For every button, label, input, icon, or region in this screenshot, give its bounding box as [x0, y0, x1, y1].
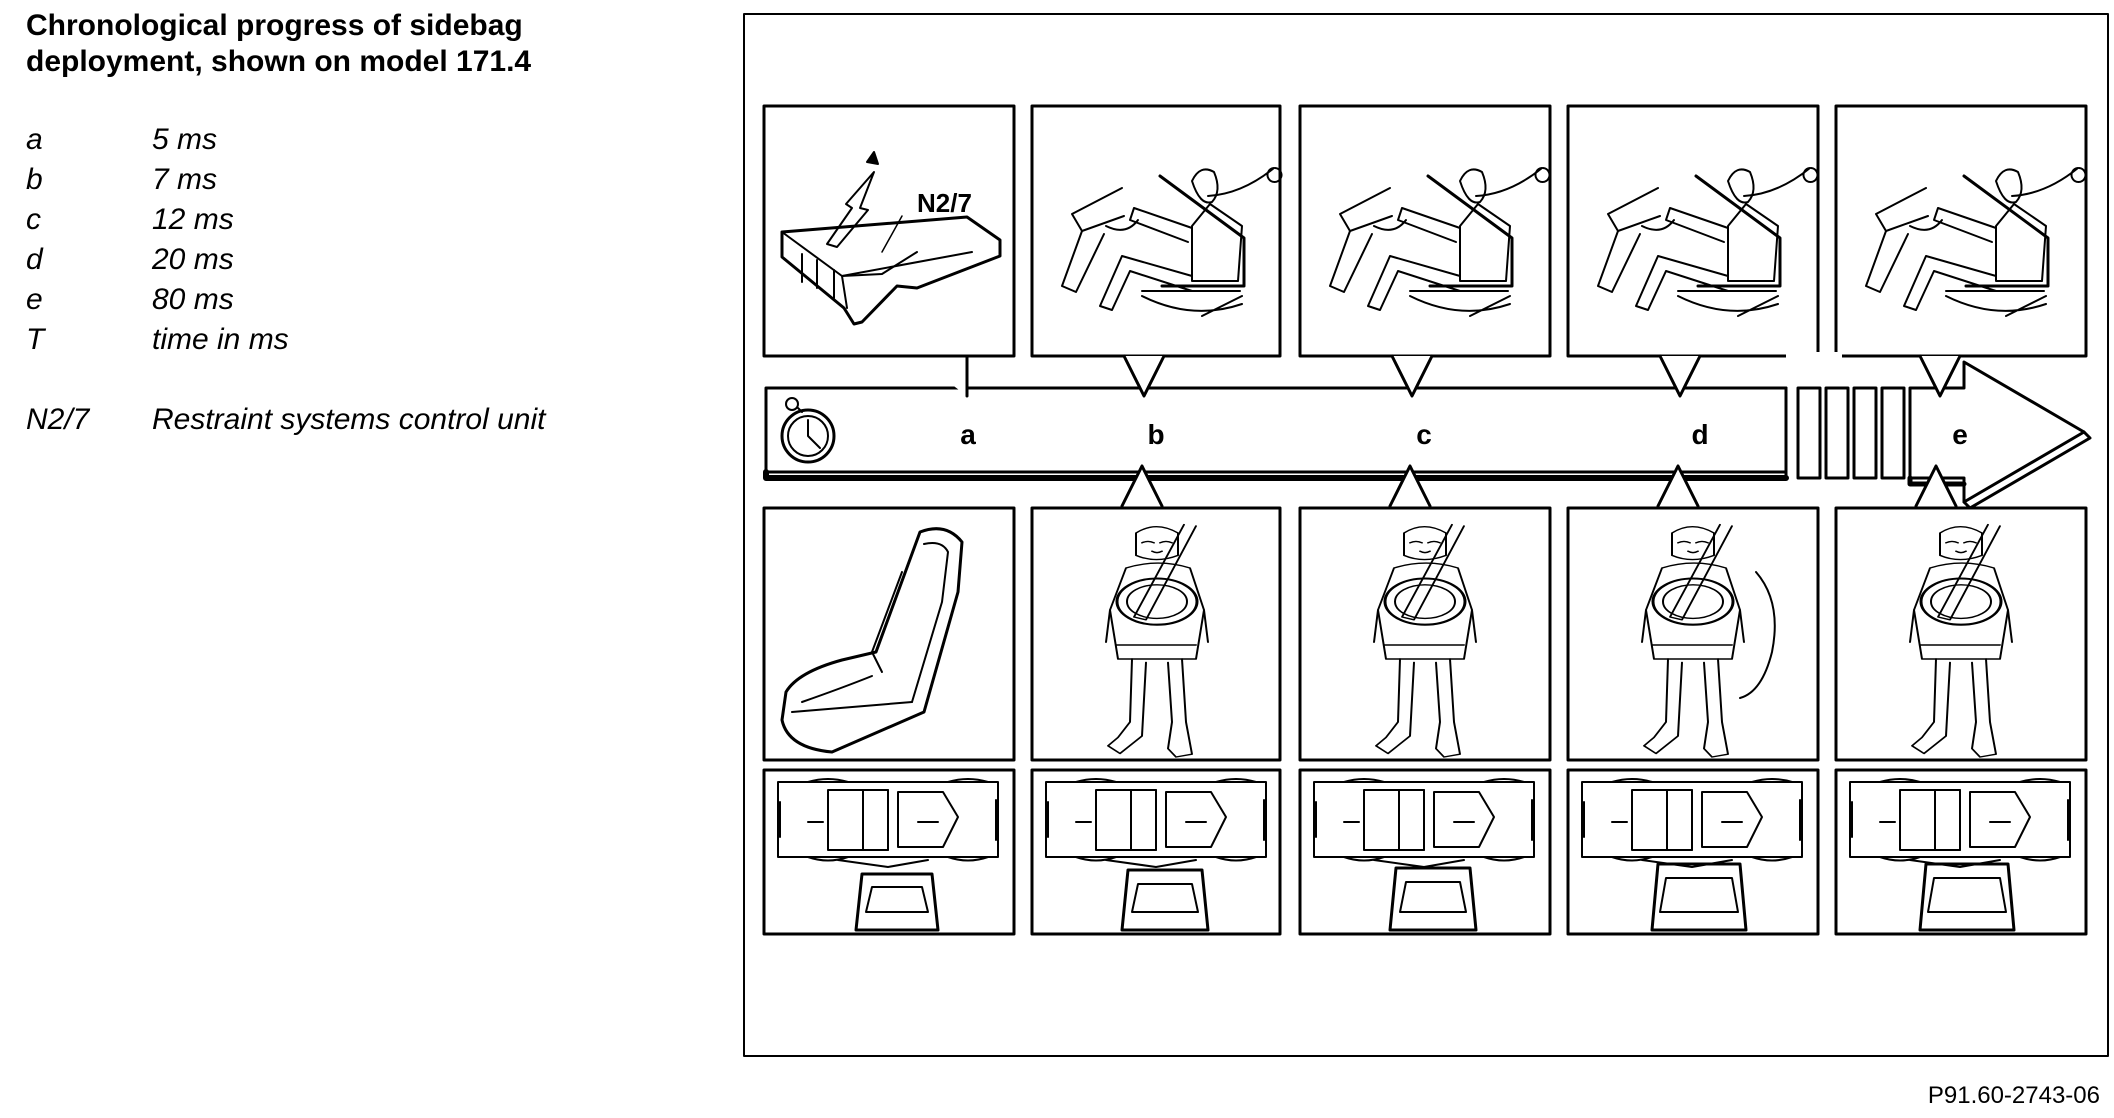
legend: a 5 ms b 7 ms c 12 ms d 20 ms e 80 ms T …	[26, 120, 726, 440]
legend-key: a	[26, 123, 43, 156]
top-panel-b	[1030, 104, 1283, 358]
component-value: Restraint systems control unit	[152, 403, 546, 436]
timeline-label-a: a	[960, 419, 976, 450]
lightning-icon	[826, 151, 879, 248]
middle-panel-c	[1298, 506, 1552, 762]
top-panel-e	[1834, 104, 2088, 358]
legend-key: e	[26, 283, 43, 316]
top-panel-a: N2/7	[762, 104, 1016, 358]
legend-value: 12 ms	[152, 203, 234, 236]
top-panel-c	[1298, 104, 1552, 358]
deployment-diagram: N2/7	[742, 12, 2110, 1058]
stopwatch-icon	[780, 397, 836, 464]
legend-item: c 12 ms	[26, 200, 726, 240]
timeline-arrow	[763, 352, 2092, 510]
timeline-label-d: d	[1691, 419, 1708, 450]
diagram-canvas: N2/7	[743, 13, 2109, 1057]
legend-key: T	[26, 323, 45, 356]
figure-code: P91.60-2743-06	[1927, 1082, 2100, 1109]
legend-item: d 20 ms	[26, 240, 726, 280]
timeline-label-e: e	[1952, 419, 1968, 450]
callout-pointers-top	[912, 354, 1962, 508]
page-title: Chronological progress of sidebag deploy…	[26, 9, 532, 78]
legend-value: 80 ms	[152, 283, 234, 316]
component-key: N2/7	[26, 403, 90, 436]
bottom-panel-b	[1030, 768, 1282, 936]
legend-item: b 7 ms	[26, 160, 726, 200]
bottom-panel-c	[1298, 768, 1552, 936]
legend-key: d	[26, 243, 43, 276]
figure-frame	[743, 13, 2109, 1057]
legend-item: e 80 ms	[26, 280, 726, 320]
timeline-label-c: c	[1416, 419, 1432, 450]
bottom-panel-d	[1566, 768, 1820, 936]
legend-key: c	[26, 203, 41, 236]
legend-item: T time in ms	[26, 320, 726, 360]
legend-value: 5 ms	[152, 123, 218, 156]
legend-value: time in ms	[152, 323, 289, 356]
legend-value: 7 ms	[152, 163, 218, 196]
middle-panel-d	[1566, 506, 1820, 762]
legend-value: 20 ms	[152, 243, 234, 276]
component-item: N2/7 Restraint systems control unit	[26, 400, 726, 440]
middle-panel-b	[1030, 506, 1282, 762]
legend-item: a 5 ms	[26, 120, 726, 160]
bottom-panel-a	[762, 768, 1016, 936]
top-panel-d	[1566, 104, 1820, 358]
bottom-panel-e	[1834, 768, 2088, 936]
legend-gap	[26, 360, 726, 400]
timeline-label-b: b	[1147, 419, 1164, 450]
control-unit-label: N2/7	[917, 188, 972, 218]
legend-key: b	[26, 163, 43, 196]
middle-panel-seat	[762, 506, 1016, 762]
middle-panel-e	[1834, 506, 2088, 762]
